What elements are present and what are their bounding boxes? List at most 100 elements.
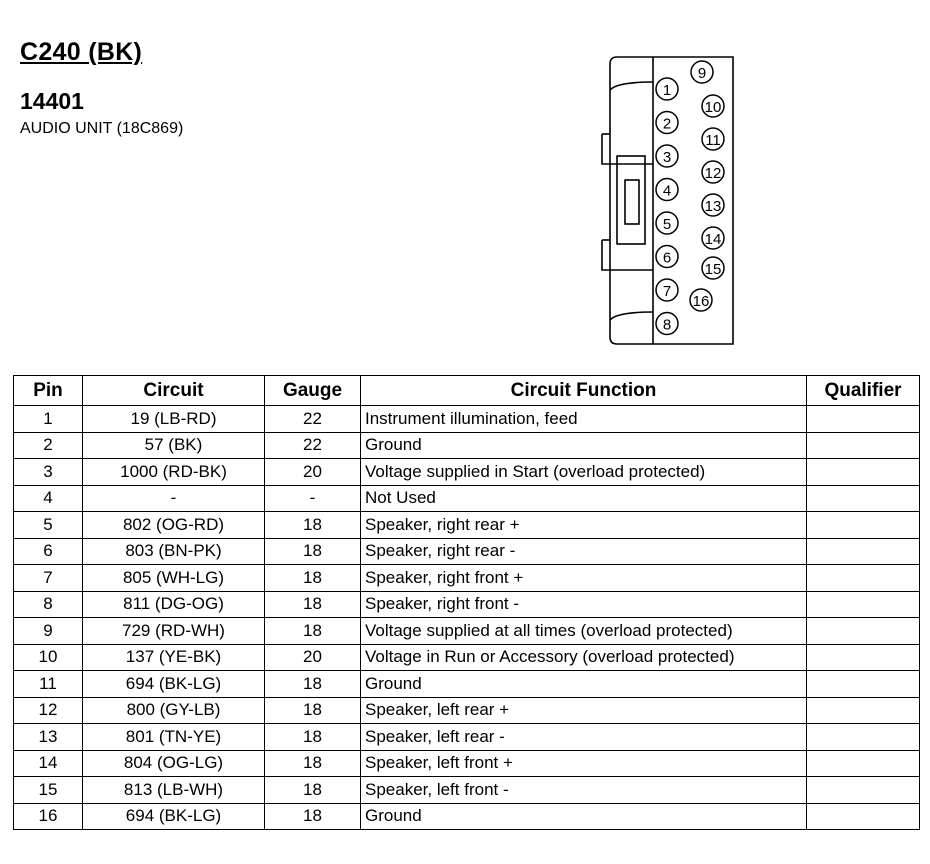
pin-number: 16 bbox=[693, 293, 710, 310]
function-cell: Speaker, left rear - bbox=[360, 723, 807, 751]
function-cell: Speaker, right rear - bbox=[360, 537, 807, 565]
pin-marker: 2 bbox=[655, 110, 679, 135]
pin-cell: 2 bbox=[13, 431, 83, 459]
function-cell: Speaker, right front - bbox=[360, 590, 807, 618]
pin-number: 14 bbox=[705, 231, 722, 248]
pin-number: 7 bbox=[663, 283, 671, 300]
pin-number: 15 bbox=[705, 261, 722, 278]
pin-marker: 9 bbox=[690, 60, 714, 84]
pin-cell: 14 bbox=[13, 749, 83, 777]
pin-circle bbox=[701, 256, 725, 280]
gauge-cell: 22 bbox=[264, 405, 361, 433]
circuit-cell: 694 (BK-LG) bbox=[82, 670, 265, 698]
gauge-cell: 18 bbox=[264, 617, 361, 645]
component-description: AUDIO UNIT (18C869) bbox=[20, 120, 184, 137]
pin-number: 12 bbox=[705, 165, 722, 182]
qualifier-cell bbox=[806, 431, 920, 459]
pin-number: 9 bbox=[698, 65, 706, 82]
pin-marker: 12 bbox=[701, 160, 725, 184]
header-gauge: Gauge bbox=[264, 375, 361, 406]
pin-cell: 13 bbox=[13, 723, 83, 751]
function-cell: Voltage supplied in Start (overload prot… bbox=[360, 458, 807, 486]
pin-number: 5 bbox=[663, 216, 671, 233]
circuit-cell: 729 (RD-WH) bbox=[82, 617, 265, 645]
qualifier-cell bbox=[806, 670, 920, 698]
function-cell: Speaker, left rear + bbox=[360, 696, 807, 724]
qualifier-cell bbox=[806, 617, 920, 645]
qualifier-cell bbox=[806, 802, 920, 830]
function-cell: Voltage in Run or Accessory (overload pr… bbox=[360, 643, 807, 671]
pin-marker: 6 bbox=[655, 244, 679, 269]
function-cell: Instrument illumination, feed bbox=[360, 405, 807, 433]
pin-circle bbox=[655, 278, 679, 302]
part-number: 14401 bbox=[20, 88, 84, 114]
pin-cell: 16 bbox=[13, 802, 83, 830]
pin-marker: 10 bbox=[701, 94, 725, 118]
pin-number: 11 bbox=[705, 132, 721, 149]
header-circuit-function: Circuit Function bbox=[360, 375, 807, 406]
gauge-cell: 18 bbox=[264, 590, 361, 618]
gauge-cell: 18 bbox=[264, 723, 361, 751]
pin-marker: 13 bbox=[701, 193, 725, 217]
pin-marker: 8 bbox=[655, 311, 679, 336]
circuit-cell: 804 (OG-LG) bbox=[82, 749, 265, 777]
function-cell: Speaker, right front + bbox=[360, 564, 807, 592]
pin-circle bbox=[655, 311, 679, 336]
pin-cell: 12 bbox=[13, 696, 83, 724]
pin-number: 1 bbox=[663, 82, 671, 99]
header-circuit: Circuit bbox=[82, 375, 265, 406]
gauge-cell: 22 bbox=[264, 431, 361, 459]
function-cell: Speaker, right rear + bbox=[360, 511, 807, 539]
pin-cell: 8 bbox=[13, 590, 83, 618]
gauge-cell: 18 bbox=[264, 537, 361, 565]
qualifier-cell bbox=[806, 564, 920, 592]
circuit-cell: 19 (LB-RD) bbox=[82, 405, 265, 433]
circuit-cell: 811 (DG-OG) bbox=[82, 590, 265, 618]
circuit-cell: 800 (GY-LB) bbox=[82, 696, 265, 724]
pin-circle bbox=[655, 177, 679, 202]
qualifier-cell bbox=[806, 643, 920, 671]
pin-marker: 3 bbox=[655, 144, 679, 168]
pin-circle bbox=[655, 244, 679, 269]
pin-circle bbox=[655, 110, 679, 135]
function-cell: Not Used bbox=[360, 484, 807, 512]
pin-circle bbox=[701, 160, 725, 184]
pin-marker: 11 bbox=[701, 127, 725, 151]
pin-cell: 10 bbox=[13, 643, 83, 671]
circuit-cell: 57 (BK) bbox=[82, 431, 265, 459]
function-cell: Speaker, left front + bbox=[360, 749, 807, 777]
qualifier-cell bbox=[806, 511, 920, 539]
pin-marker: 1 bbox=[655, 77, 679, 101]
table-row: 4--Not Used bbox=[13, 484, 920, 512]
qualifier-cell bbox=[806, 776, 920, 804]
function-cell: Ground bbox=[360, 670, 807, 698]
qualifier-cell bbox=[806, 484, 920, 512]
gauge-cell: 20 bbox=[264, 643, 361, 671]
gauge-cell: 18 bbox=[264, 776, 361, 804]
function-cell: Ground bbox=[360, 431, 807, 459]
pin-cell: 15 bbox=[13, 776, 83, 804]
circuit-cell: 694 (BK-LG) bbox=[82, 802, 265, 830]
right-pin-column: 9 10 11 12 13 14 15 16 bbox=[689, 60, 725, 312]
pin-circle bbox=[701, 193, 725, 217]
header-pin: Pin bbox=[13, 375, 83, 406]
pin-cell: 6 bbox=[13, 537, 83, 565]
circuit-cell: 803 (BN-PK) bbox=[82, 537, 265, 565]
pin-number: 2 bbox=[663, 116, 671, 133]
pin-cell: 1 bbox=[13, 405, 83, 433]
pin-circle bbox=[690, 60, 714, 84]
pin-circle bbox=[655, 77, 679, 101]
connector-title: C240 (BK) bbox=[20, 38, 143, 66]
pin-number: 10 bbox=[705, 99, 722, 116]
